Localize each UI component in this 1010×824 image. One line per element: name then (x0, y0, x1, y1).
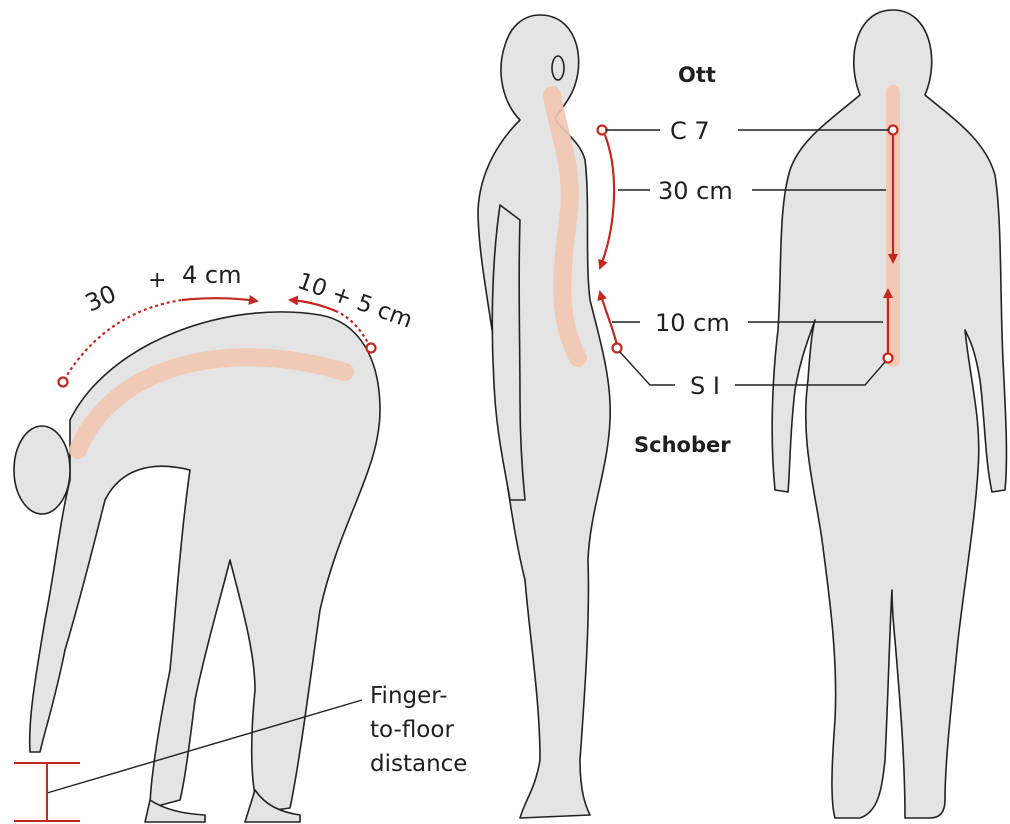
finger-floor-measure (14, 763, 80, 821)
c7-label: C 7 (670, 117, 710, 145)
finger-floor-label-line1: Finger- (370, 683, 448, 709)
ott-title: Ott (678, 63, 716, 87)
bent-forward-figure (14, 312, 380, 822)
side-view-markers (598, 126, 622, 353)
finger-floor-label-line2: to-floor (370, 717, 454, 743)
side-view-figure (478, 15, 610, 818)
flexion-ott-value-c: 4 cm (182, 261, 241, 289)
bent-figure-head (14, 426, 70, 514)
schober-title: Schober (634, 433, 731, 457)
flexion-ott-value-a: 30 (81, 279, 120, 317)
flexion-ott-plus: + (148, 268, 166, 293)
ott-distance-label: 30 cm (658, 177, 733, 205)
finger-floor-label-line3: distance (370, 751, 467, 777)
schober-distance-label: 10 cm (655, 309, 730, 337)
s1-label: S I (690, 372, 720, 400)
